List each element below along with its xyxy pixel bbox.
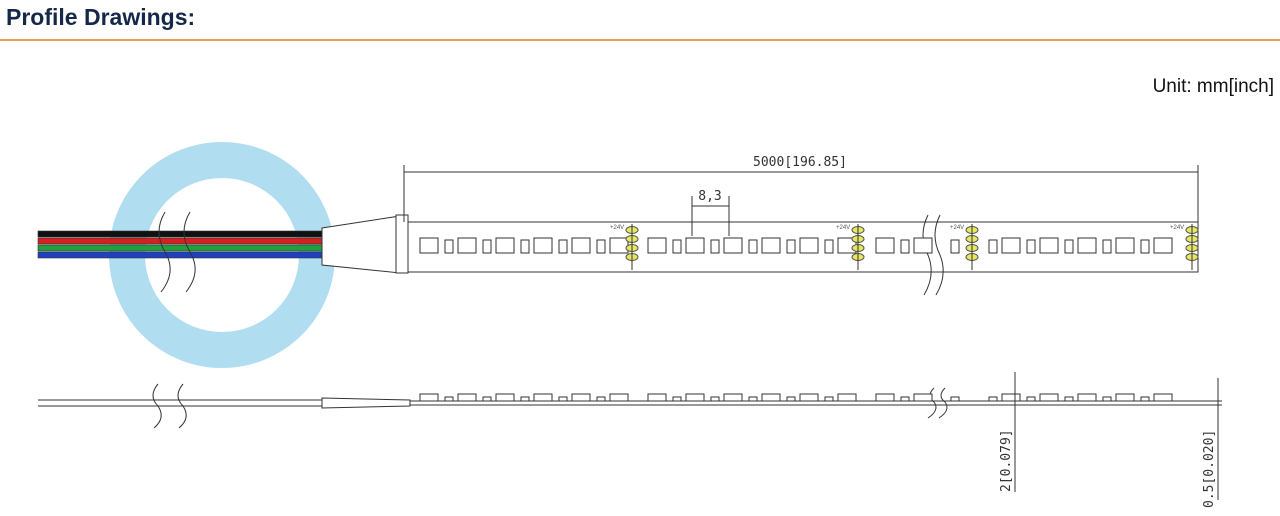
led-chip (1102, 239, 1112, 254)
thickness-label: 2[0.079] (999, 429, 1014, 492)
led-chip (444, 239, 454, 254)
side-chip (799, 393, 819, 402)
led-chip (1153, 237, 1173, 254)
pitch-label: 8,3 (698, 189, 721, 204)
side-chip (761, 393, 781, 402)
thickness-dimension (1014, 372, 1219, 500)
wire (37, 237, 323, 245)
side-chip (1077, 393, 1097, 402)
side-chip (457, 393, 477, 402)
pitch-dimension (691, 196, 730, 236)
pad-label: +24V (610, 225, 624, 231)
wire (37, 230, 323, 238)
led-chip (596, 239, 606, 254)
side-chip (672, 396, 682, 402)
side-chip (444, 396, 454, 402)
side-chip (837, 393, 857, 402)
pad-label: +24V (836, 225, 850, 231)
pcb-thickness-label: 0.5[0.020] (1202, 430, 1217, 508)
led-chip (875, 237, 895, 254)
led-chip (609, 237, 629, 254)
led-chip (672, 239, 682, 254)
led-chip (786, 239, 796, 254)
section-title: Profile Drawings: (6, 4, 196, 30)
solder-pads: +24V (1170, 224, 1199, 270)
wire (37, 244, 323, 252)
led-chip (799, 237, 819, 254)
led-chip (558, 239, 568, 254)
side-chip (596, 396, 606, 402)
side-chip (1115, 393, 1135, 402)
side-chip (495, 393, 515, 402)
pad-label: +24V (950, 225, 964, 231)
led-chip (1115, 237, 1135, 254)
led-chip (419, 237, 439, 254)
led-chip (950, 239, 960, 254)
connector (321, 214, 409, 274)
side-chip (988, 396, 998, 402)
led-chip (520, 239, 530, 254)
side-chip (710, 396, 720, 402)
led-chip (495, 237, 515, 254)
side-chip (950, 396, 960, 402)
led-chip (533, 237, 553, 254)
wire-break-marks (152, 211, 948, 429)
side-chip (1140, 396, 1150, 402)
side-chip (1064, 396, 1074, 402)
side-chip (609, 393, 629, 402)
side-chip (875, 393, 895, 402)
led-chip (1077, 237, 1097, 254)
led-chip (988, 239, 998, 254)
title-divider (0, 39, 1280, 41)
side-chip (685, 393, 705, 402)
side-chip (533, 393, 553, 402)
side-chip (647, 393, 667, 402)
side-chip (1153, 393, 1173, 402)
led-chip (723, 237, 743, 254)
side-chip (723, 393, 743, 402)
solder-pads: +24V (950, 224, 979, 270)
led-chip (647, 237, 667, 254)
led-chip (1140, 239, 1150, 254)
led-chip (748, 239, 758, 254)
side-chip (1102, 396, 1112, 402)
led-chip (571, 237, 591, 254)
led-chip (913, 237, 933, 254)
led-chips: +24V +24V +24V +24V (419, 224, 1199, 270)
side-chip (1039, 393, 1059, 402)
side-chip (900, 396, 910, 402)
led-chip (824, 239, 834, 254)
solder-pads: +24V (610, 224, 639, 270)
side-chip (520, 396, 530, 402)
side-chip (1026, 396, 1036, 402)
unit-label: Unit: mm[inch] (1152, 76, 1274, 97)
solder-pads: +24V (836, 224, 865, 270)
side-chip (419, 393, 439, 402)
led-chip (482, 239, 492, 254)
side-view-chips (419, 393, 1173, 402)
side-chip (1001, 393, 1021, 402)
led-chip (1001, 237, 1021, 254)
pad-label: +24V (1170, 225, 1184, 231)
led-chip (1039, 237, 1059, 254)
side-chip (913, 393, 933, 402)
wire (37, 251, 323, 259)
led-chip (710, 239, 720, 254)
side-chip (824, 396, 834, 402)
led-chip (457, 237, 477, 254)
length-dimension (403, 165, 1199, 222)
side-chip (571, 393, 591, 402)
side-chip (786, 396, 796, 402)
wires (37, 230, 323, 259)
led-chip (1064, 239, 1074, 254)
side-chip (482, 396, 492, 402)
side-chip (748, 396, 758, 402)
length-label: 5000[196.85] (753, 155, 847, 170)
led-chip (761, 237, 781, 254)
led-chip (685, 237, 705, 254)
side-chip (558, 396, 568, 402)
led-chip (1026, 239, 1036, 254)
led-chip (900, 239, 910, 254)
